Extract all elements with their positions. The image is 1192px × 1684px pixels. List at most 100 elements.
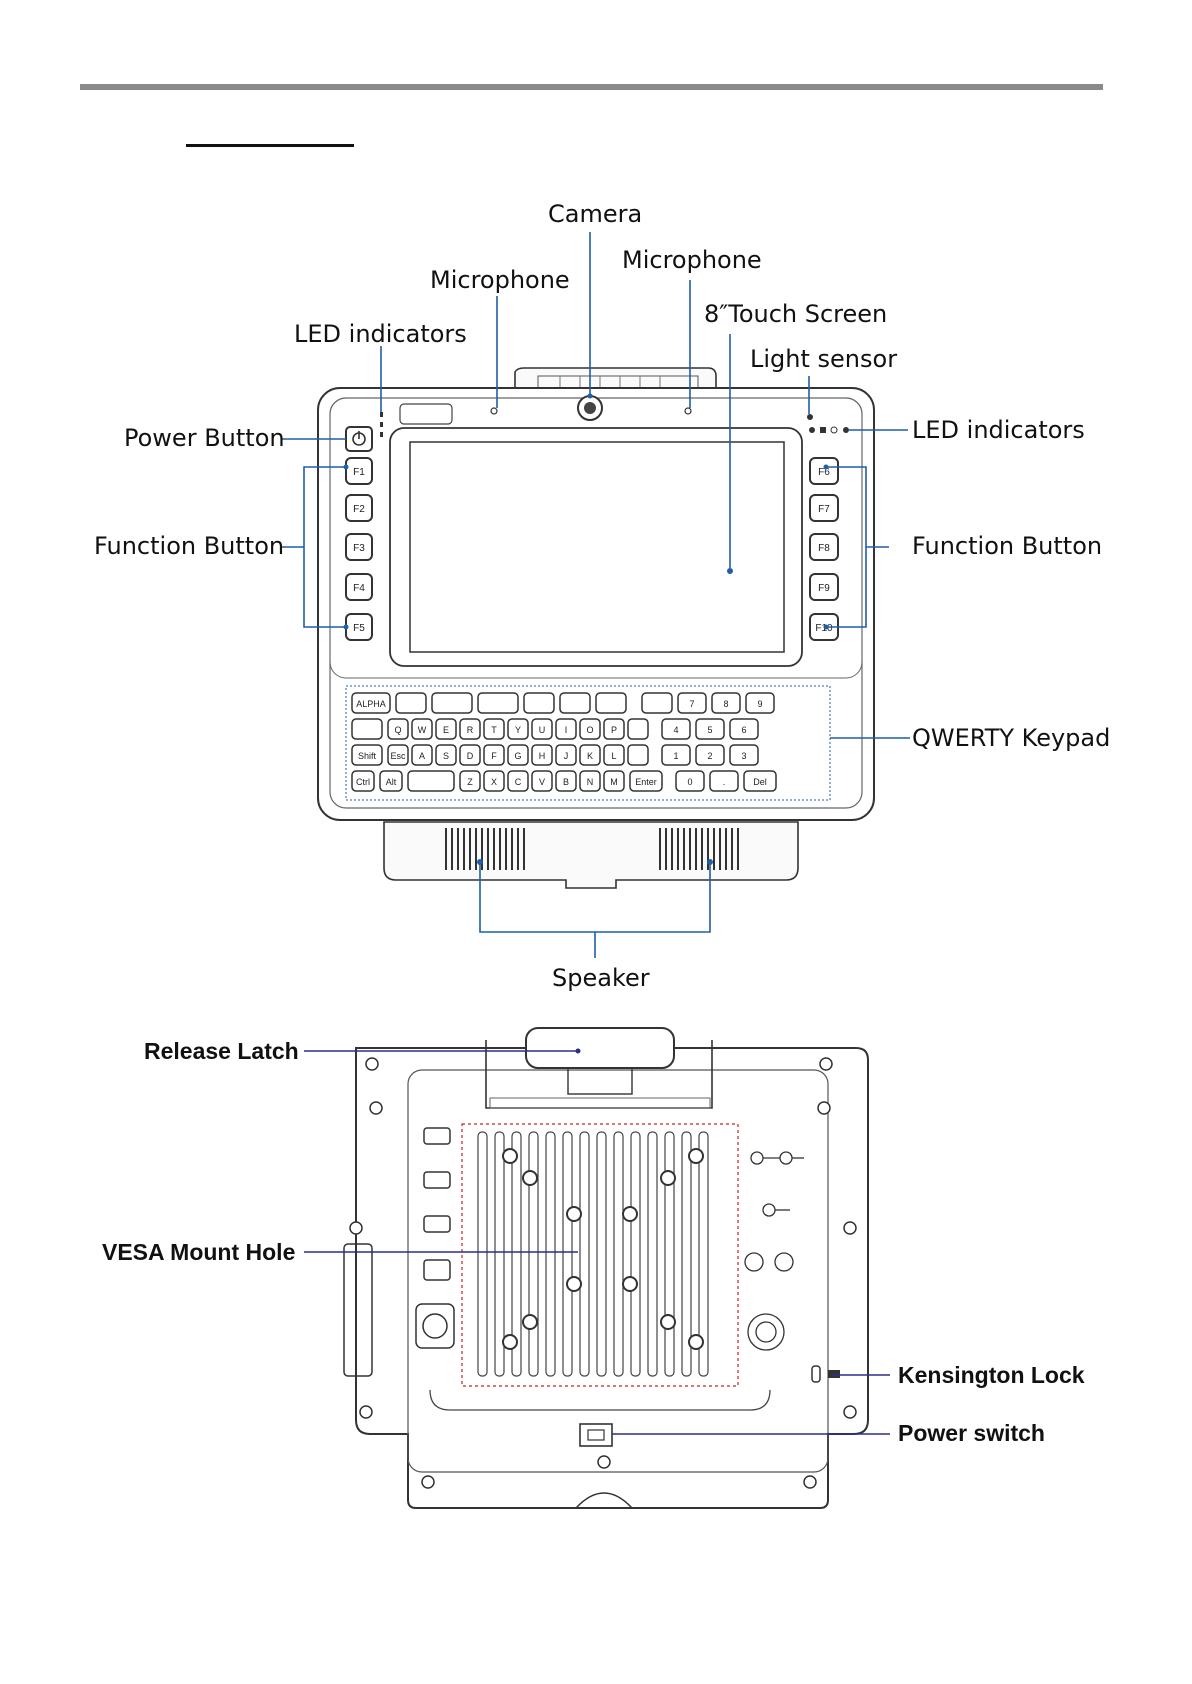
keypad-key xyxy=(695,744,725,766)
keypad-key-label: R xyxy=(467,725,474,735)
vesa-rib xyxy=(596,1131,607,1377)
keypad-key-label: E xyxy=(443,725,449,735)
keypad-key xyxy=(745,692,775,714)
function-key-f2 xyxy=(345,494,373,522)
label-camera: Camera xyxy=(548,200,643,228)
label-light-sensor: Light sensor xyxy=(750,345,898,373)
function-key-f3 xyxy=(345,533,373,561)
keypad-key-label: 4 xyxy=(673,725,678,735)
fkey-label: F5 xyxy=(353,623,365,634)
keypad-key xyxy=(379,770,403,792)
vesa-rib xyxy=(528,1131,539,1377)
keypad-key xyxy=(531,744,553,766)
function-key-f8 xyxy=(809,533,839,561)
keypad-key xyxy=(603,718,625,740)
keypad-key-label: Alt xyxy=(386,777,397,787)
fkey-label: F3 xyxy=(353,543,365,554)
keypad-key-label: I xyxy=(565,725,568,735)
keypad-key-label: Y xyxy=(515,725,521,735)
right-connectors xyxy=(744,1151,804,1351)
label-kensington-lock: Kensington Lock xyxy=(898,1362,1085,1388)
keypad-key xyxy=(559,692,591,714)
keypad-key xyxy=(579,744,601,766)
label-power-switch: Power switch xyxy=(898,1420,1045,1446)
keypad-key-label: Q xyxy=(394,725,401,735)
keypad-key-label: 0 xyxy=(687,777,692,787)
keypad-key xyxy=(711,692,741,714)
keypad-key xyxy=(641,692,673,714)
vesa-rib xyxy=(494,1131,505,1377)
keypad-key-label: Shift xyxy=(358,751,377,761)
kensington-lock xyxy=(811,1365,821,1383)
keypad-key-label: W xyxy=(418,725,427,735)
label-microphone-right: Microphone xyxy=(622,246,762,274)
keypad-key-label: S xyxy=(443,751,449,761)
led-indicators-right xyxy=(809,426,849,434)
keypad-key-label: D xyxy=(467,751,474,761)
keypad-key-label: Z xyxy=(467,777,473,787)
keypad-key-label: Esc xyxy=(390,751,406,761)
light-sensor xyxy=(807,414,813,420)
back-device-body xyxy=(355,1047,869,1509)
keypad-key-label: Enter xyxy=(635,777,657,787)
keypad-key-label: G xyxy=(514,751,521,761)
left-connectors xyxy=(415,1127,455,1349)
keypad-key-label: N xyxy=(587,777,594,787)
microphone-right xyxy=(684,407,692,415)
led-indicators-left xyxy=(380,412,383,437)
release-latch xyxy=(525,1027,675,1069)
label-power-button: Power Button xyxy=(124,424,285,452)
keypad-key xyxy=(729,744,759,766)
label-touch-screen: 8″Touch Screen xyxy=(704,300,888,328)
function-key-f1 xyxy=(345,457,373,485)
keypad-key xyxy=(603,744,625,766)
microphone-left xyxy=(490,407,498,415)
vesa-mount-hole-icon xyxy=(502,1148,704,1350)
keypad-key-label: C xyxy=(515,777,522,787)
keypad-key xyxy=(407,770,455,792)
keypad-key xyxy=(629,770,663,792)
fkey-label: F8 xyxy=(818,543,830,554)
keypad-key-label: ALPHA xyxy=(356,699,386,709)
vesa-rib xyxy=(511,1131,522,1377)
touch-screen xyxy=(409,441,785,653)
keypad-key xyxy=(435,718,457,740)
label-speaker: Speaker xyxy=(552,964,650,992)
keypad-key-label: 7 xyxy=(689,699,694,709)
keypad-key xyxy=(483,770,505,792)
keypad-key-label: 9 xyxy=(757,699,762,709)
keypad-key-label: H xyxy=(539,751,546,761)
vesa-rib xyxy=(664,1131,675,1377)
label-function-button-right: Function Button xyxy=(912,532,1103,560)
keypad-key-label: B xyxy=(563,777,569,787)
keypad-key-label: Del xyxy=(753,777,767,787)
keypad-key xyxy=(743,770,777,792)
back-callout-lines xyxy=(304,1050,890,1435)
function-key-f6 xyxy=(809,457,839,485)
keypad-key xyxy=(483,718,505,740)
keypad-key xyxy=(507,770,529,792)
keypad-key-label: 3 xyxy=(741,751,746,761)
label-led-indicators-right: LED indicators xyxy=(912,416,1085,444)
fkey-label: F1 xyxy=(353,467,365,478)
function-key-f9 xyxy=(809,573,839,601)
keypad-key xyxy=(459,770,481,792)
keypad-key xyxy=(579,718,601,740)
keypad-key xyxy=(523,692,555,714)
top-rule xyxy=(80,84,1103,90)
fkey-label: F6 xyxy=(818,467,830,478)
carry-handle xyxy=(514,367,717,388)
keypad-key xyxy=(677,692,707,714)
fkey-label: F7 xyxy=(818,504,830,515)
power-switch xyxy=(579,1423,613,1447)
keypad-key-label: K xyxy=(587,751,593,761)
keypad-key xyxy=(595,692,627,714)
label-microphone-left: Microphone xyxy=(430,266,570,294)
keypad-key xyxy=(555,770,577,792)
keypad-key-label: V xyxy=(539,777,545,787)
keypad-key xyxy=(351,770,375,792)
heading-underline xyxy=(186,144,354,147)
keypad-key-label: 1 xyxy=(673,751,678,761)
keypad-key xyxy=(459,744,481,766)
